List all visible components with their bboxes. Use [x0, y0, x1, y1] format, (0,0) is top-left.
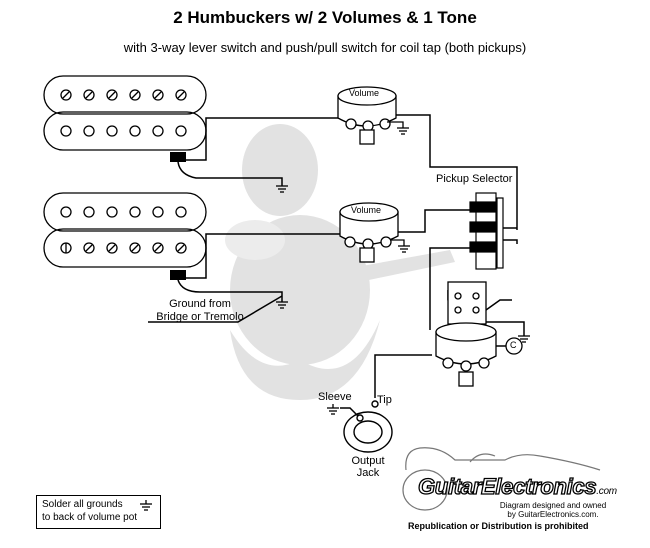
ground-symbol-tone [518, 335, 530, 343]
volume-pot-bottom [339, 202, 405, 263]
bridge-slug-poles [60, 206, 187, 218]
logo-republication: Republication or Distribution is prohibi… [408, 521, 589, 531]
ground-symbol-jack [327, 404, 339, 415]
label-bridge-tremolo: Bridge or Tremolo [156, 311, 244, 323]
ground-symbol-vol1 [397, 127, 409, 135]
page-subtitle: with 3-way lever switch and push/pull sw… [123, 40, 527, 55]
logo-suffix: .com [596, 486, 617, 497]
logo-wordmark: GuitarElectronics.com [417, 473, 617, 500]
wire-neck-hot [186, 117, 345, 161]
selector-contacts [496, 197, 504, 269]
wire-bridge-ground [177, 279, 283, 302]
neck-screw-poles [60, 89, 187, 101]
watermark-guitarist [225, 124, 455, 400]
label-sleeve: Sleeve [318, 391, 352, 403]
vol1-shaft-tab [359, 129, 375, 145]
wire-vol2-selector [395, 209, 482, 233]
vol1-lug-3 [379, 118, 391, 130]
selector-lug-3 [469, 241, 501, 253]
logo-designed-line1: Diagram designed and owned [499, 501, 607, 510]
label-jack: Jack [356, 467, 380, 479]
jack-tip-lug [371, 400, 379, 408]
ground-symbols [140, 127, 530, 511]
wire-selector-output [429, 247, 482, 330]
output-jack [343, 400, 393, 453]
page-title: 2 Humbuckers w/ 2 Volumes & 1 Tone [173, 8, 477, 27]
vol1-top [337, 86, 397, 106]
wire-pushpull-ground [480, 321, 525, 336]
vol2-lug-1 [344, 236, 356, 248]
ground-symbol-neck [276, 185, 288, 193]
tone-pot-top [435, 322, 497, 342]
label-pickup-selector: Pickup Selector [436, 173, 513, 185]
logo-designed-line2: by GuitarElectronics.com. [507, 510, 599, 519]
ground-note: Solder all grounds to back of volume pot [42, 499, 138, 523]
vol2-ground-lead [390, 239, 405, 246]
jack-sleeve-lug [356, 414, 364, 422]
logo-guitar-neck [405, 447, 601, 471]
wire-pushpull-a [485, 299, 512, 311]
selector-lug-1 [469, 201, 501, 213]
logo-guitar-graphic [402, 447, 601, 511]
label-volume-bottom: Volume [351, 205, 382, 215]
humbucker-neck [43, 75, 207, 162]
pickup-selector-switch [469, 192, 504, 270]
bridge-screw-poles [60, 242, 187, 254]
wire-vol1-selector [392, 114, 518, 230]
label-tip: Tip [377, 394, 392, 406]
neck-coil-slugs [43, 111, 207, 151]
selector-lug-2 [469, 221, 501, 233]
vol1-lug-1 [345, 118, 357, 130]
tone-capacitor [505, 337, 523, 355]
jack-outer-ring [343, 411, 393, 453]
vol2-shaft-tab [359, 247, 375, 263]
label-output: Output [351, 455, 385, 467]
label-ground-from: Ground from [169, 298, 231, 310]
vol2-top [339, 202, 399, 222]
jack-inner-ring [353, 420, 383, 444]
wires [148, 114, 525, 419]
logo-guitar-body [402, 469, 448, 511]
volume-pot-top [337, 86, 404, 145]
pushpull-switch-body [447, 281, 487, 325]
humbucker-bridge [43, 192, 207, 280]
vol1-ground-lead [387, 121, 404, 128]
pushpull-lug-d [472, 306, 480, 314]
wire-neck-ground [177, 161, 283, 186]
tone-pot-pushpull [435, 281, 523, 387]
neck-slug-poles [60, 125, 187, 137]
label-tone-capacitor: C [510, 340, 517, 350]
note-box [36, 495, 161, 529]
tone-lug-3 [478, 357, 490, 369]
bridge-lead-exit [170, 270, 186, 280]
ground-symbol-bridge [276, 301, 288, 309]
logo-name: GuitarElectronics [417, 473, 597, 499]
bridge-coil-slugs [43, 192, 207, 232]
tone-lug-2 [460, 360, 472, 372]
vol2-lug-3 [380, 236, 392, 248]
wire-tip [374, 354, 432, 398]
logo-guitar-head [469, 453, 496, 463]
neck-lead-exit [170, 152, 186, 162]
ground-symbol-vol2 [398, 245, 410, 253]
neck-coil-screws [43, 75, 207, 115]
ground-symbol-note [140, 500, 152, 511]
pushpull-lug-b [472, 292, 480, 300]
tone-lug-1 [442, 357, 454, 369]
wire-trem-ground [148, 295, 283, 323]
pushpull-lug-a [454, 292, 462, 300]
label-volume-top: Volume [349, 88, 380, 98]
tone-shaft-tab [458, 371, 474, 387]
pushpull-lug-c [454, 306, 462, 314]
wire-bridge-hot [186, 233, 350, 279]
